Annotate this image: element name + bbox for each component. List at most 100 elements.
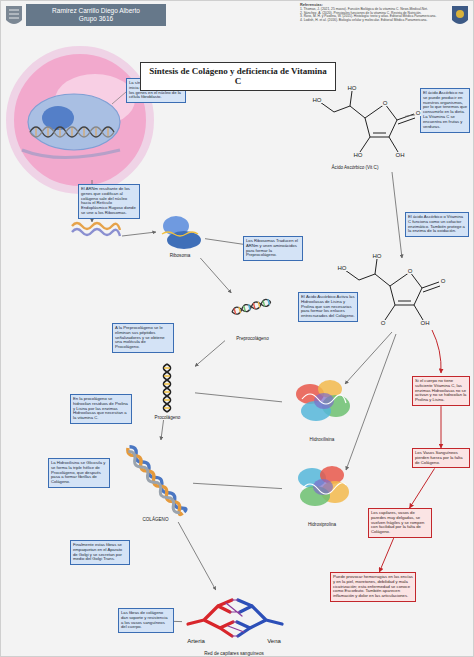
ascorbic-acid-molecule: [320, 91, 415, 152]
preprocollagen-drawing-part: [258, 302, 260, 308]
process-box: Finalmente estas fibras se empaquetan en…: [70, 540, 130, 565]
process-box: El Ácido Ascórbico Activa las Hidroxilas…: [298, 292, 358, 322]
hydroxylysine-protein-part: [314, 393, 334, 409]
flow-connector: [205, 239, 243, 245]
hydroxyproline-protein: [298, 466, 349, 506]
fciencias-logo-part: [456, 10, 464, 18]
collagen-triple-helix-part: [126, 446, 185, 515]
collagen-triple-helix: [124, 445, 186, 517]
fibroblast-cell: [10, 50, 150, 222]
node-text: La Hidroxilisina se Glicosila y se forma…: [51, 461, 107, 485]
node-text: Las fibras de colágeno dan soporte y res…: [121, 611, 171, 630]
illustration-node: Hidroxilisina: [282, 370, 362, 442]
ribosome-drawing: [162, 216, 201, 249]
capillary-network-part: [188, 600, 233, 636]
unam-logo-part: [9, 10, 19, 18]
deficiency-box: Puede provocar hemorragias en las encías…: [330, 572, 416, 602]
preprocollagen-drawing-part: [249, 304, 251, 310]
flow-connector: [174, 621, 182, 622]
dehydroascorbic-molecule: [345, 259, 440, 320]
atom-label: O: [407, 268, 413, 274]
procollagen-drawing-part: [164, 364, 171, 412]
atom-label: O: [382, 100, 388, 106]
process-box: Las fibras de colágeno dan soporte y res…: [118, 608, 174, 633]
deficiency-line: [432, 330, 441, 373]
capillary-network-part: [237, 600, 282, 636]
atom-label: O: [380, 320, 386, 326]
leader-lines-part: [346, 334, 396, 470]
fibroblast-cell-part: [112, 92, 126, 104]
atom-label: OH: [395, 152, 405, 158]
dehydroascorbic-molecule-part: [390, 272, 422, 305]
capillary-network-part: [226, 600, 244, 636]
fibroblast-cell-part: [10, 50, 150, 190]
node-text: A la Preprocolágeno se le eliminan sus p…: [115, 326, 171, 350]
preprocollagen-drawing: [231, 298, 271, 315]
flow-connector: [161, 420, 164, 440]
process-box: En la procolágeno se hidroxilan residuos…: [70, 394, 132, 424]
atom-label: O: [415, 110, 421, 116]
node-text: Puede provocar hemorragias en las encías…: [333, 575, 413, 599]
atom-label: OH: [420, 320, 430, 326]
atom-label: HO: [372, 253, 382, 259]
process-box: Los Ribosomas Traducen el ARNm y unen am…: [243, 236, 303, 261]
node-text: Grupo 3616: [30, 15, 162, 23]
dehydroascorbic-molecule-part: [345, 259, 390, 286]
collagen-triple-helix-part: [126, 450, 182, 515]
deficiency-arrow: [410, 468, 435, 508]
deficiency-box: Si el cuerpo no tiene suficiente Vitamin…: [412, 376, 470, 406]
hydroxyproline-protein-part: [302, 483, 346, 494]
capillary-network: [188, 600, 282, 636]
process-box: El ácido Ascórbico no se puede producir …: [420, 88, 470, 133]
mrna-strand-part: [122, 232, 156, 236]
illustration-caption: Red de capilares sanguíneos: [204, 651, 264, 656]
node-text: El Ácido Ascórbico Activa las Hidroxilas…: [301, 295, 355, 319]
illustration-caption: Hidroxilisina: [310, 437, 335, 442]
procollagen-drawing-part: [164, 364, 171, 412]
node-text: Los Ribosomas Traducen el ARNm y unen am…: [246, 239, 300, 258]
illustration-caption: Hidroxiprolina: [308, 522, 336, 527]
unam-logo: [6, 6, 22, 24]
ribosome-drawing-part: [162, 232, 198, 236]
fciencias-logo: [452, 6, 468, 24]
deficiency-arrow: [441, 406, 442, 448]
fibroblast-cell-part: [36, 128, 108, 136]
illustration-node: Ribosoma: [155, 212, 205, 258]
illustration-node: Red de capilares sanguíneos: [182, 590, 286, 656]
node-text: El ARNm resultante de los genes que codi…: [81, 187, 137, 216]
fciencias-logo-part: [452, 6, 468, 24]
dehydroascorbic-molecule-part: [422, 282, 440, 292]
atom-label: HO: [312, 97, 322, 103]
deficiency-box: Los capilares, vasos de paredes muy delg…: [368, 508, 432, 538]
illustration-node: Hidroxiprolina: [282, 455, 362, 527]
illustration-caption: Ribosoma: [170, 253, 191, 258]
leader-lines-part: [392, 172, 402, 258]
atom-label: HO: [337, 265, 347, 271]
ascorbic-acid-molecule-part: [360, 133, 398, 152]
preprocollagen-drawing-part: [268, 299, 270, 305]
procollagen-drawing: [164, 364, 171, 412]
flow-connector: [193, 483, 282, 488]
diagram-title: Síntesis de Colágeno y deficiencia de Vi…: [140, 62, 336, 91]
preprocollagen-drawing-part: [253, 303, 255, 309]
mrna-strand-part: [72, 229, 120, 236]
preprocollagen-drawing-part: [231, 298, 271, 315]
illustration-node: Procolágeno: [140, 360, 195, 420]
deficiency-box: Los Vasos Sanguíneos pierden fuerza por …: [412, 448, 470, 468]
mrna-strand: [72, 223, 156, 236]
hydroxylysine-protein-part: [302, 394, 346, 404]
node-text: Si el cuerpo no tiene suficiente Vitamin…: [415, 379, 467, 403]
fibroblast-cell-part: [30, 127, 114, 137]
illustration-caption: COLÁGENO: [142, 517, 168, 522]
fibroblast-cell-part: [28, 94, 120, 150]
atom-label: HO: [347, 85, 357, 91]
illustration-node: COLÁGENO: [118, 440, 193, 522]
process-box: A la Preprocolágeno se le eliminan sus p…: [112, 323, 174, 353]
process-box: El ARNm resultante de los genes que codi…: [78, 184, 140, 219]
flow-connector: [200, 258, 231, 293]
preprocollagen-drawing-part: [244, 306, 246, 312]
node-text: El ácido Ascórbico o Vitamina C funciona…: [408, 215, 466, 234]
preprocollagen-drawing-part: [263, 301, 265, 307]
atom-label: O: [440, 278, 446, 284]
node-text: Los Vasos Sanguíneos pierden fuerza por …: [415, 451, 467, 465]
